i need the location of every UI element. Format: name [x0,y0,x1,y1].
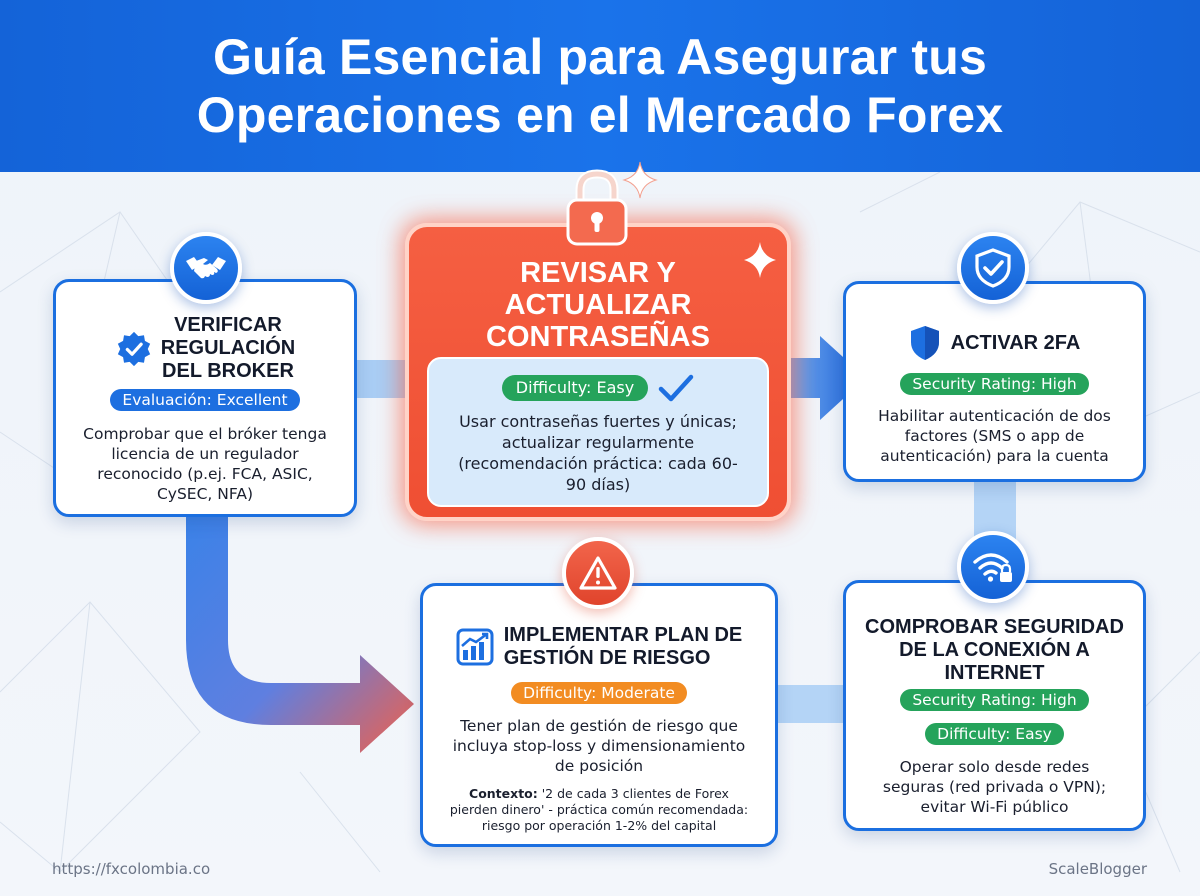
broker-title: VERIFICAR REGULACIÓN DEL BROKER [161,314,295,383]
risk-context-text: '2 de cada 3 clientes de Forex pierden d… [449,786,749,833]
card-connection-security: COMPROBAR SEGURIDAD DE LA CONEXIÓN A INT… [843,580,1146,831]
handshake-icon [170,232,242,304]
title-line-1: Guía Esencial para Asegurar tus [212,29,988,85]
footer-url[interactable]: https://fxcolombia.co [52,860,211,878]
shield-icon [910,326,939,360]
passwords-description: Usar contraseñas fuertes y únicas; actua… [458,412,738,494]
risk-context: Contexto: '2 de cada 3 clientes de Forex… [449,786,749,834]
connection-title-line-3: INTERNET [944,662,1045,684]
page-title: Guía Esencial para Asegurar tus Operacio… [197,28,1004,144]
connector-broker-passwords [355,360,411,398]
checkmark-icon [658,374,694,402]
arrow-to-2fa [790,336,866,420]
card-enable-2fa: ACTIVAR 2FA Security Rating: High Habili… [843,281,1146,482]
connection-title-line-1: COMPROBAR SEGURIDAD [865,616,1124,638]
passwords-inner-panel: Difficulty: Easy Usar contraseñas fuerte… [427,357,769,507]
risk-title-line-2: GESTIÓN DE RIESGO [503,647,711,669]
connection-security-badge: Security Rating: High [900,689,1089,711]
connection-difficulty-badge: Difficulty: Easy [925,723,1064,745]
twofa-description: Habilitar autenticación de dos factores … [878,407,1111,465]
verified-badge-icon [117,331,150,366]
risk-difficulty-badge: Difficulty: Moderate [511,682,687,704]
shield-check-icon [957,232,1029,304]
passwords-title-line-3: CONTRASEÑAS [486,321,710,353]
header-banner: Guía Esencial para Asegurar tus Operacio… [0,0,1200,172]
passwords-title-line-2: ACTUALIZAR [504,289,692,321]
connection-title: COMPROBAR SEGURIDAD DE LA CONEXIÓN A INT… [846,616,1143,685]
twofa-title: ACTIVAR 2FA [950,331,1081,354]
broker-title-line-3: DEL BROKER [162,360,294,382]
card-update-passwords: REVISAR Y ACTUALIZAR CONTRASEÑAS Difficu… [405,223,791,521]
broker-rating-badge: Evaluación: Excellent [110,389,300,411]
warning-icon [562,537,634,609]
broker-title-line-1: VERIFICAR [174,314,282,336]
twofa-security-badge: Security Rating: High [900,373,1089,395]
connection-description: Operar solo desde redes seguras (red pri… [882,758,1107,816]
footer-brand: ScaleBlogger [1048,860,1147,878]
growth-chart-icon [456,628,494,666]
broker-description: Comprobar que el bróker tenga licencia d… [83,425,327,503]
title-line-2: Operaciones en el Mercado Forex [196,87,1004,143]
risk-title-line-1: IMPLEMENTAR PLAN DE [503,624,743,646]
padlock-icon [566,169,628,246]
passwords-title-line-1: REVISAR Y [520,257,676,289]
wifi-lock-icon [957,531,1029,603]
broker-title-line-2: REGULACIÓN [160,337,296,359]
curved-arrow-to-risk [186,515,414,753]
card-verify-broker: VERIFICAR REGULACIÓN DEL BROKER Evaluaci… [53,279,357,517]
connector-connection-risk [777,685,847,723]
risk-description: Tener plan de gestión de riesgo que incl… [452,717,746,775]
passwords-difficulty-badge: Difficulty: Easy [501,375,649,401]
sparkle-icon [622,161,658,199]
connection-title-line-2: DE LA CONEXIÓN A [899,639,1090,661]
sparkle-icon-small [744,242,776,278]
passwords-title: REVISAR Y ACTUALIZAR CONTRASEÑAS [409,257,787,353]
card-risk-plan: IMPLEMENTAR PLAN DE GESTIÓN DE RIESGO Di… [420,583,778,847]
risk-title: IMPLEMENTAR PLAN DE GESTIÓN DE RIESGO [504,624,743,670]
risk-context-label: Contexto: [469,786,538,801]
